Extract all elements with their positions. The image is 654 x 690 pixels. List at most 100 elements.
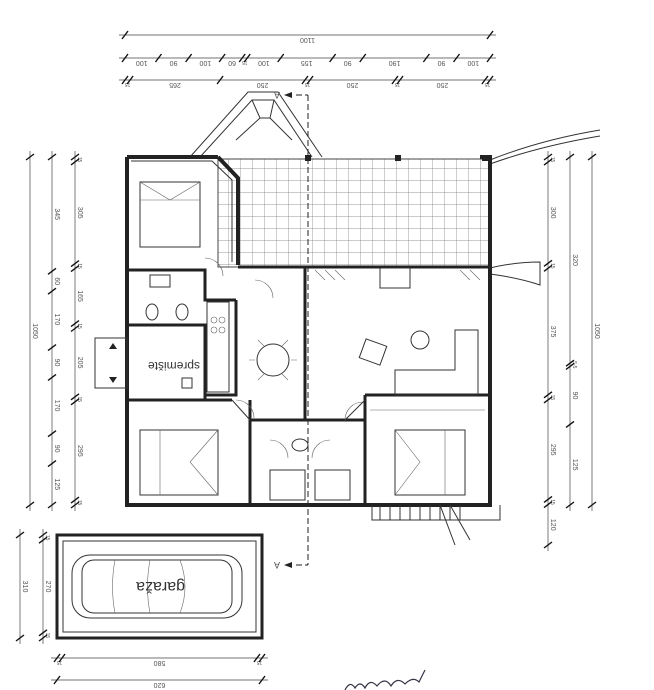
dimension-tick	[486, 53, 494, 63]
dimension-tick	[15, 634, 25, 642]
living-room-furniture	[314, 267, 481, 396]
dimension-label: 100	[258, 59, 270, 66]
dimension-tick	[258, 675, 266, 685]
dimension-tick	[543, 396, 553, 404]
dimension-label: 60	[228, 59, 236, 66]
dimension-tick	[47, 153, 57, 161]
dimension-label: 90	[344, 59, 352, 66]
dimension-tick	[565, 359, 575, 367]
dimension-label: 295	[76, 445, 83, 457]
dimension-label: 90	[170, 59, 178, 66]
bedroom-top-left	[139, 181, 201, 248]
dimension-tick	[396, 75, 404, 85]
dimension-label: 300	[549, 207, 556, 219]
dimension-label: 170	[53, 400, 60, 412]
bathroom-fixtures	[145, 274, 351, 501]
dimension-label: 170	[53, 314, 60, 326]
bedroom-bottom-right	[370, 409, 485, 496]
dimension-tick	[543, 391, 553, 399]
dimension-label: 100	[136, 59, 148, 66]
dimension-tick	[70, 319, 80, 328]
dimension-label: 125	[53, 478, 60, 490]
dimension-label: 5-5	[571, 361, 577, 368]
dimension-label: 250	[347, 81, 359, 88]
dimension-tick	[47, 344, 57, 352]
dimension-tick	[47, 460, 57, 468]
dimension-tick	[70, 153, 80, 161]
dimension-tick	[70, 496, 80, 504]
dimension-tick	[53, 653, 61, 663]
dimension-label: 165	[76, 290, 83, 302]
dimension-tick	[121, 30, 129, 40]
dimension-tick	[452, 53, 461, 63]
dimension-tick	[15, 531, 25, 539]
bay-window	[189, 91, 323, 158]
car-icon	[71, 554, 243, 619]
dimension-label: 1050	[593, 323, 600, 339]
dimension-label: 90	[53, 445, 60, 453]
side-entrance	[94, 337, 128, 389]
dimension-tick	[565, 153, 575, 161]
dimension-label: 100	[199, 59, 211, 66]
dimension-tick	[185, 53, 193, 63]
dimension-tick	[216, 75, 224, 85]
dimension-label: 375	[549, 326, 556, 338]
dimension-tick	[543, 259, 553, 267]
dimension-tick	[47, 373, 57, 381]
dimension-tick	[70, 260, 80, 268]
dimension-lines: 1100100901006015100155901909010015265250…	[15, 30, 600, 688]
dimension-tick	[543, 500, 553, 509]
dimension-tick	[565, 362, 575, 371]
dimension-tick	[154, 53, 163, 63]
dimension-tick	[543, 153, 553, 161]
dimension-label: 100	[467, 59, 479, 66]
doors	[204, 257, 501, 546]
dimension-label: 205	[76, 357, 83, 369]
dimension-tick	[301, 75, 309, 85]
dimension-tick	[58, 653, 66, 663]
dimension-tick	[70, 393, 80, 401]
dimension-tick	[70, 501, 80, 509]
dimension-tick	[543, 158, 553, 166]
dimension-tick	[486, 30, 494, 40]
dimension-tick	[218, 53, 226, 63]
dimension-tick	[481, 75, 489, 85]
bedroom-bottom-left	[139, 429, 219, 496]
dimension-tick	[359, 53, 367, 63]
section-label-bottom: A	[274, 560, 280, 570]
dimension-tick	[486, 75, 494, 85]
section-line-a: A A	[274, 90, 309, 570]
dimension-label: 250	[437, 81, 449, 88]
dimension-label: 620	[154, 681, 166, 688]
kitchen-counter	[181, 301, 230, 393]
dimension-tick	[25, 153, 35, 161]
dimension-tick	[121, 53, 129, 63]
handwritten-note	[344, 669, 426, 690]
dimension-label: 90	[53, 359, 60, 367]
dimension-tick	[543, 541, 553, 549]
dimension-label: 305	[76, 207, 83, 219]
dimension-label: 265	[169, 81, 181, 88]
dining-table	[249, 339, 297, 381]
dimension-tick	[47, 501, 57, 509]
dimension-tick	[587, 153, 597, 161]
dimension-tick	[258, 653, 266, 663]
dimension-label: 125	[571, 459, 578, 471]
dimension-tick	[47, 430, 57, 438]
dimension-label: 90	[437, 59, 445, 66]
dimension-tick	[306, 75, 314, 85]
storage-room-label: spremište	[148, 359, 200, 373]
dimension-tick	[47, 287, 57, 295]
dimension-tick	[38, 629, 48, 637]
dimension-tick	[565, 501, 575, 509]
dimension-tick	[47, 267, 57, 275]
dimension-label: 1050	[31, 323, 38, 339]
dimension-label: 155	[301, 59, 313, 66]
dimension-tick	[25, 501, 35, 509]
dimension-tick	[243, 53, 251, 63]
garage: garaža	[55, 533, 264, 640]
section-label-top: A	[274, 90, 280, 100]
dimension-tick	[53, 675, 61, 685]
dimension-label: 120	[549, 519, 556, 531]
